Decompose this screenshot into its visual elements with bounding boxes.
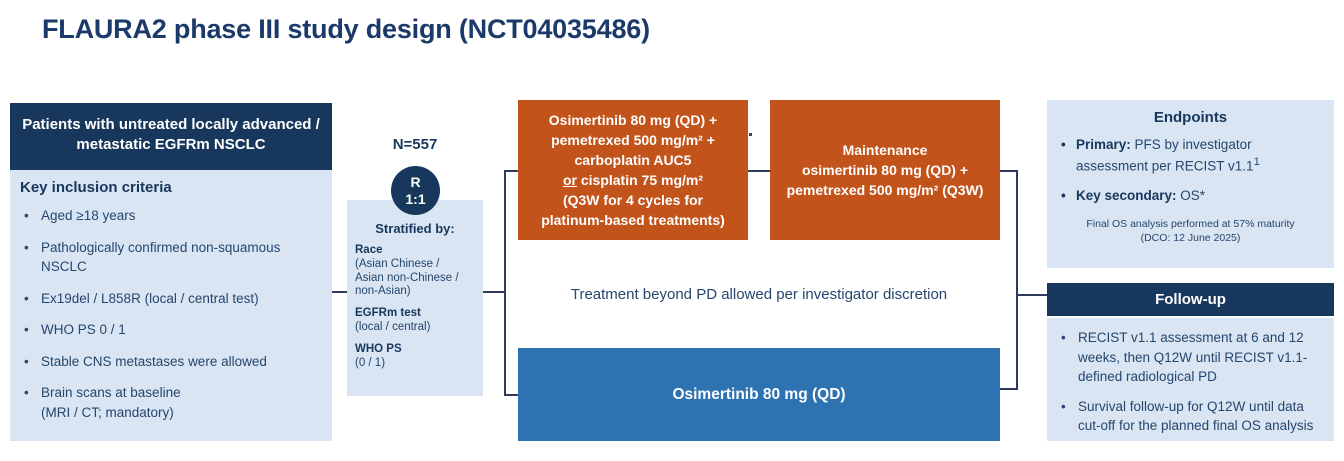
list-item: Brain scans at baseline (MRI / CT; manda…	[22, 383, 322, 422]
stratification-factor-who-ps: WHO PS (0 / 1)	[355, 342, 402, 369]
list-item: WHO PS 0 / 1	[22, 320, 322, 340]
combination-arm-box: Osimertinib 80 mg (QD) + pemetrexed 500 …	[518, 100, 748, 240]
connector-combo-to-maintenance	[748, 170, 770, 172]
list-item: Aged ≥18 years	[22, 206, 322, 226]
connector-left-bracket	[504, 170, 506, 396]
endpoints-list: Primary: PFS by investigator assessment …	[1047, 136, 1334, 206]
patient-population-header: Patients with untreated locally advanced…	[10, 103, 332, 170]
connector-right-bracket	[1016, 170, 1018, 390]
page-title: FLAURA2 phase III study design (NCT04035…	[42, 14, 650, 44]
endpoints-title: Endpoints	[1153, 109, 1228, 126]
inclusion-criteria-list: Aged ≥18 years Pathologically confirmed …	[10, 206, 332, 423]
list-item: Stable CNS metastases were allowed	[22, 352, 322, 372]
connector-bracket-to-followup	[1016, 294, 1047, 296]
monotherapy-arm-box: Osimertinib 80 mg (QD)	[518, 348, 1000, 441]
footnote-ref: 1	[1253, 155, 1260, 168]
or-underlined: or	[562, 172, 577, 189]
connector-maintenance-to-right-bracket	[1000, 170, 1018, 172]
randomization-circle: R 1:1	[391, 166, 440, 215]
stratification-factor-egfrm-test: EGFRm test (local / central)	[355, 307, 431, 333]
connector-patients-to-randomization	[332, 291, 347, 293]
list-item: Pathologically confirmed non-squamous NS…	[22, 238, 322, 277]
stratification-box: Stratified by: Race (Asian Chinese / Asi…	[347, 200, 483, 396]
endpoints-panel: Endpoints Primary: PFS by investigator a…	[1047, 100, 1334, 268]
os-maturity-footnote: Final OS analysis performed at 57% matur…	[1086, 218, 1295, 245]
stratification-factor-race: Race (Asian Chinese / Asian non-Chinese …	[355, 244, 459, 298]
inclusion-criteria-title: Key inclusion criteria	[20, 179, 172, 196]
connector-mono-to-right-bracket	[1000, 388, 1018, 390]
randomization-ratio: 1:1	[405, 190, 426, 207]
list-item: RECIST v1.1 assessment at 6 and 12 weeks…	[1059, 328, 1326, 387]
connector-bracket-to-combo-arm	[504, 170, 518, 172]
followup-header: Follow-up	[1047, 283, 1334, 316]
list-item: Survival follow-up for Q12W until data c…	[1059, 397, 1326, 436]
list-item: Ex19del / L858R (local / central test)	[22, 289, 322, 309]
sample-size-label: N=557	[392, 136, 438, 153]
maintenance-arm-box: Maintenance osimertinib 80 mg (QD) + pem…	[770, 100, 1000, 240]
connector-randomization-to-bracket	[483, 291, 506, 293]
stray-dot	[749, 133, 752, 136]
stratified-by-title: Stratified by:	[375, 221, 455, 236]
followup-panel: RECIST v1.1 assessment at 6 and 12 weeks…	[1047, 318, 1334, 441]
list-item: Primary: PFS by investigator assessment …	[1059, 136, 1326, 176]
treatment-beyond-pd-note: Treatment beyond PD allowed per investig…	[570, 286, 948, 303]
randomization-r: R	[410, 174, 421, 191]
followup-list: RECIST v1.1 assessment at 6 and 12 weeks…	[1047, 328, 1334, 436]
connector-bracket-to-mono-arm	[504, 394, 518, 396]
list-item: Key secondary: OS*	[1059, 187, 1326, 206]
patient-population-panel: Patients with untreated locally advanced…	[10, 103, 332, 441]
